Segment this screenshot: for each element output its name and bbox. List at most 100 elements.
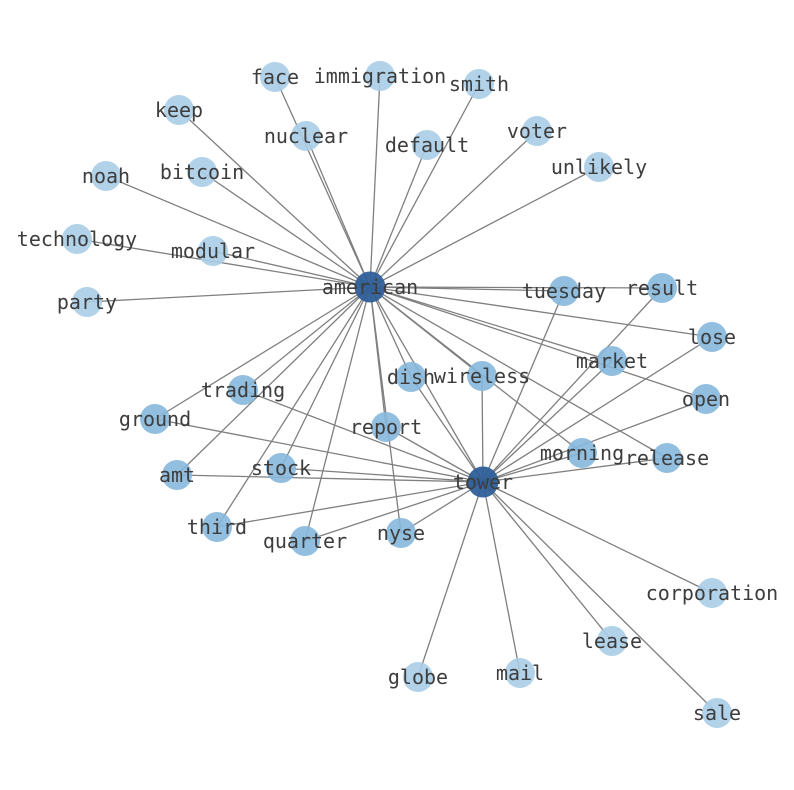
node-market[interactable] [597,346,627,376]
node-label-smith: smith [449,72,509,96]
edge-american-tower [369,286,484,483]
edge-tower-report [385,426,484,483]
edge-american-quarter [304,286,371,542]
edge-tower-wireless [481,375,484,483]
node-morning[interactable] [567,438,597,468]
edge-tower-amt [176,474,484,483]
node-default[interactable] [412,130,442,160]
node-report[interactable] [371,412,401,442]
edge-american-voter [369,130,538,288]
node-modular[interactable] [198,236,228,266]
edge-american-party [86,286,371,303]
node-label-wireless: wireless [434,364,530,388]
node-label-ground: ground [119,407,191,431]
edge-american-third [216,286,371,528]
edge-tower-result [482,287,663,483]
edge-tower-globe [417,481,484,678]
edge-american-release [369,286,668,459]
node-label-trading: trading [201,378,285,402]
node-immigration[interactable] [365,61,395,91]
node-smith[interactable] [464,69,494,99]
node-keep[interactable] [164,95,194,125]
node-layer [62,61,732,728]
node-unlikely[interactable] [584,152,614,182]
edge-tower-stock [280,467,484,483]
node-sale[interactable] [702,698,732,728]
node-label-third: third [187,515,247,539]
edge-american-smith [369,83,480,288]
edge-tower-mail [482,481,521,674]
edge-american-ground [154,286,371,420]
edge-tower-corporation [482,481,713,594]
node-quarter[interactable] [290,526,320,556]
edge-american-bitcoin [201,171,371,288]
edge-american-result [369,286,663,289]
node-label-lease: lease [582,629,642,653]
node-label-technology: technology [17,227,137,251]
node-label-voter: voter [507,119,567,143]
node-label-corporation: corporation [646,581,778,605]
node-third[interactable] [202,512,232,542]
edge-american-market [369,286,613,362]
node-face[interactable] [260,62,290,92]
node-tower[interactable] [467,466,499,498]
node-amt[interactable] [162,460,192,490]
node-label-noah: noah [82,164,130,188]
node-bitcoin[interactable] [187,157,217,187]
node-technology[interactable] [62,224,92,254]
edge-american-stock [280,286,371,469]
edge-american-nuclear [305,135,371,288]
node-result[interactable] [647,273,677,303]
edge-tower-third [216,481,484,528]
node-mail[interactable] [505,658,535,688]
edge-american-technology [76,238,371,288]
node-label-quarter: quarter [263,529,347,553]
node-voter[interactable] [522,116,552,146]
node-label-dish: dish [387,365,435,389]
node-party[interactable] [72,287,102,317]
node-label-market: market [576,349,648,373]
node-label-unlikely: unlikely [551,155,647,179]
node-wireless[interactable] [467,361,497,391]
node-corporation[interactable] [697,578,727,608]
node-label-open: open [682,387,730,411]
node-lose[interactable] [697,322,727,352]
edge-tower-tuesday [482,290,565,483]
edge-american-lose [369,286,713,338]
edge-tower-morning [482,452,583,483]
node-nuclear[interactable] [291,121,321,151]
node-open[interactable] [691,384,721,414]
node-release[interactable] [652,443,682,473]
node-label-release: release [625,446,709,470]
node-trading[interactable] [228,375,258,405]
node-dish[interactable] [396,362,426,392]
edge-tower-open [482,398,707,483]
edge-american-immigration [369,75,381,288]
node-tuesday[interactable] [549,276,579,306]
node-label-bitcoin: bitcoin [160,160,244,184]
edge-american-open [369,286,707,400]
node-label-face: face [251,65,299,89]
node-american[interactable] [354,271,386,303]
node-label-mail: mail [496,661,544,685]
edge-tower-lose [482,336,713,483]
node-noah[interactable] [91,161,121,191]
node-nyse[interactable] [386,518,416,548]
node-label-american: american [322,275,418,299]
edge-tower-dish [410,376,484,483]
edge-tower-market [482,360,613,483]
node-stock[interactable] [266,453,296,483]
edge-american-keep [178,109,371,288]
node-ground[interactable] [140,404,170,434]
node-label-immigration: immigration [314,64,446,88]
node-globe[interactable] [403,662,433,692]
node-label-sale: sale [693,701,741,725]
node-label-modular: modular [171,239,255,263]
node-label-stock: stock [251,456,311,480]
edge-american-trading [242,286,371,391]
edge-tower-sale [482,481,718,714]
node-label-tower: tower [453,470,513,494]
node-lease[interactable] [597,626,627,656]
